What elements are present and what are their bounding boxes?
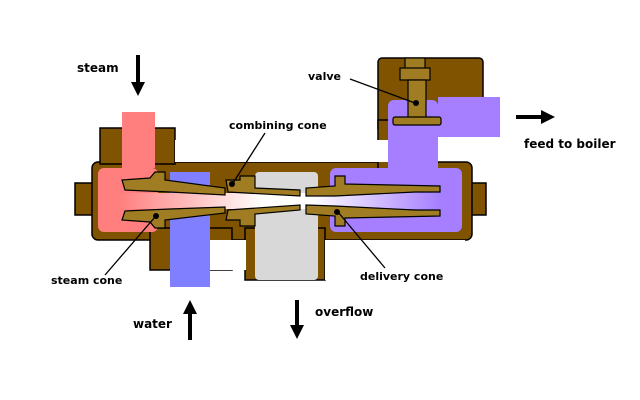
overflow-arrow-icon — [290, 300, 304, 339]
water-arrow-icon — [183, 300, 197, 340]
combining-cone-upper — [225, 175, 301, 197]
delivery-cone-upper — [305, 175, 441, 197]
leader-lines — [104, 78, 416, 276]
combining-cone-lower — [225, 204, 301, 227]
valve-part — [392, 57, 442, 126]
feed-arrow-icon — [516, 110, 555, 124]
feed-outlet — [438, 97, 500, 137]
leader-dots — [153, 100, 419, 219]
label-valve: valve — [308, 70, 341, 83]
label-steam: steam — [77, 61, 119, 75]
steam-inlet — [122, 112, 155, 168]
steam-cone-lower — [121, 206, 226, 229]
steam-arrow-icon — [131, 55, 145, 96]
steam-cone-upper — [121, 171, 226, 196]
jet — [120, 193, 440, 209]
label-water: water — [133, 317, 172, 331]
label-combining-cone: combining cone — [229, 119, 327, 132]
label-feed-to-boiler: feed to boiler — [524, 137, 616, 151]
label-delivery-cone: delivery cone — [360, 270, 443, 283]
delivery-cone-lower — [305, 204, 441, 227]
label-overflow: overflow — [315, 305, 373, 319]
label-steam-cone: steam cone — [51, 274, 122, 287]
